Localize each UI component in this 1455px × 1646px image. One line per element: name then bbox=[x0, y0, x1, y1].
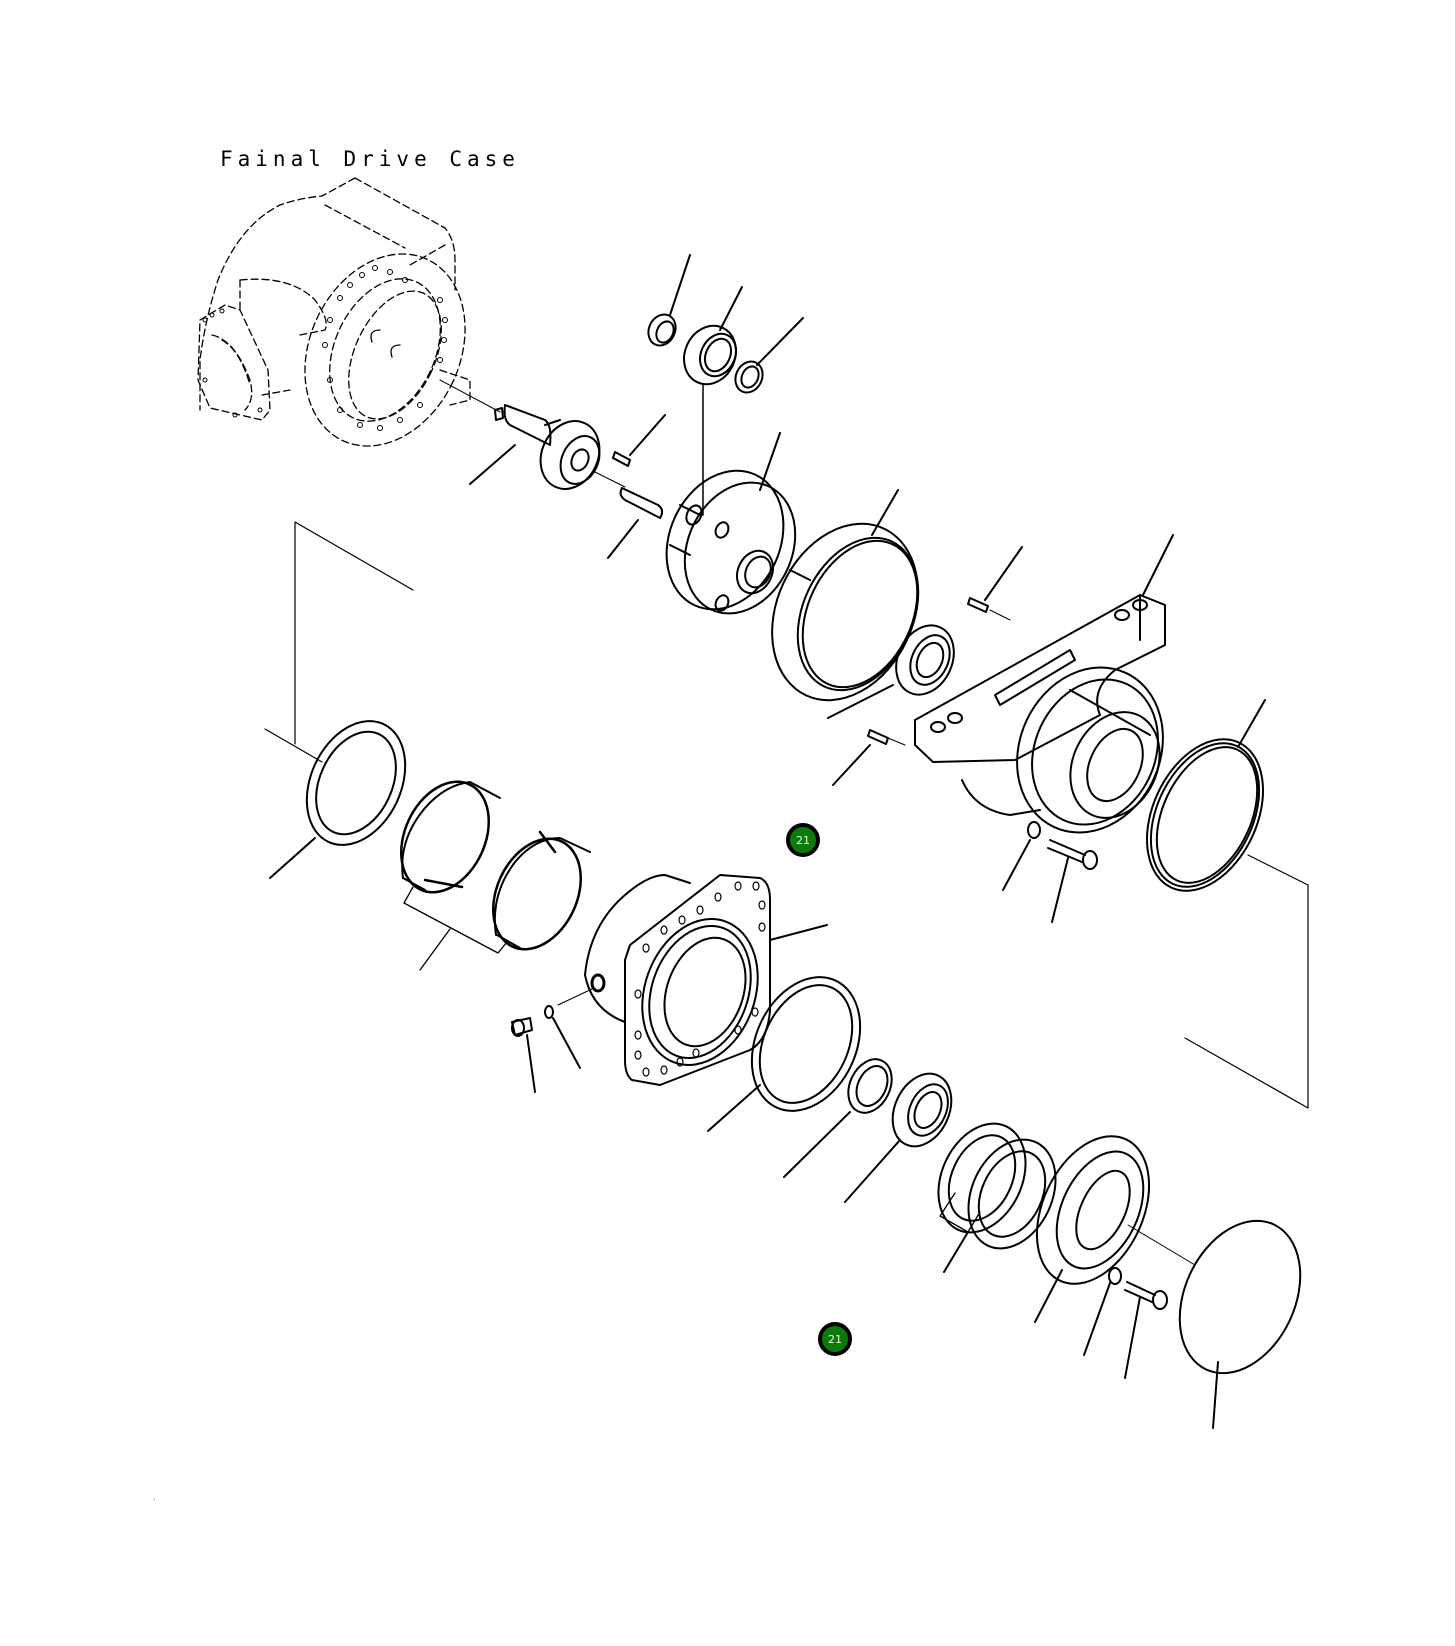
seal-ring-right bbox=[1145, 699, 1266, 892]
hotspot-label: 21 bbox=[796, 833, 810, 847]
final-drive-case-outline bbox=[197, 177, 471, 447]
knuckle-pin-bottom bbox=[832, 729, 906, 786]
hotspot-21-upper[interactable]: 21 bbox=[786, 823, 820, 857]
pin-small bbox=[612, 414, 666, 467]
flange-bolt-holes bbox=[634, 881, 766, 1077]
bracket-right bbox=[1184, 854, 1309, 1109]
oil-seal-small bbox=[783, 1058, 893, 1178]
carrier bbox=[665, 432, 797, 615]
bracket-left bbox=[264, 521, 414, 763]
plug-and-oring bbox=[511, 973, 606, 1093]
case-bolt-holes bbox=[202, 265, 448, 431]
knuckle-housing bbox=[914, 534, 1174, 834]
hotspot-label: 21 bbox=[828, 1332, 842, 1346]
ring-left bbox=[269, 720, 407, 879]
bushing-a bbox=[399, 780, 501, 894]
bushing-group-bracket bbox=[403, 886, 508, 971]
pinion-shaft bbox=[469, 404, 626, 490]
bearing-center bbox=[683, 286, 743, 516]
pin-large bbox=[607, 487, 664, 559]
retainer-plate bbox=[1034, 1135, 1196, 1323]
bearing-small-left bbox=[647, 254, 691, 347]
knuckle-pin-top bbox=[967, 546, 1023, 621]
bolt-lower bbox=[1124, 1281, 1168, 1379]
flange-cover bbox=[584, 874, 828, 1086]
hotspot-21-lower[interactable]: 21 bbox=[818, 1322, 852, 1356]
bushing-b bbox=[491, 830, 591, 951]
friction-plates bbox=[937, 1122, 1057, 1273]
nut bbox=[734, 317, 804, 394]
cover-plate bbox=[1178, 1219, 1302, 1429]
final-drive-case-label: Fainal Drive Case bbox=[220, 147, 520, 171]
washer-knuckle bbox=[1002, 821, 1041, 891]
washer-lower bbox=[1083, 1267, 1122, 1356]
bearing-lower bbox=[844, 1072, 953, 1203]
bearing-mid bbox=[827, 624, 955, 719]
stray-dot bbox=[154, 1499, 155, 1500]
ring-gear bbox=[771, 489, 920, 702]
seal-ring-lower bbox=[707, 976, 862, 1132]
bolt-knuckle bbox=[1047, 839, 1098, 923]
